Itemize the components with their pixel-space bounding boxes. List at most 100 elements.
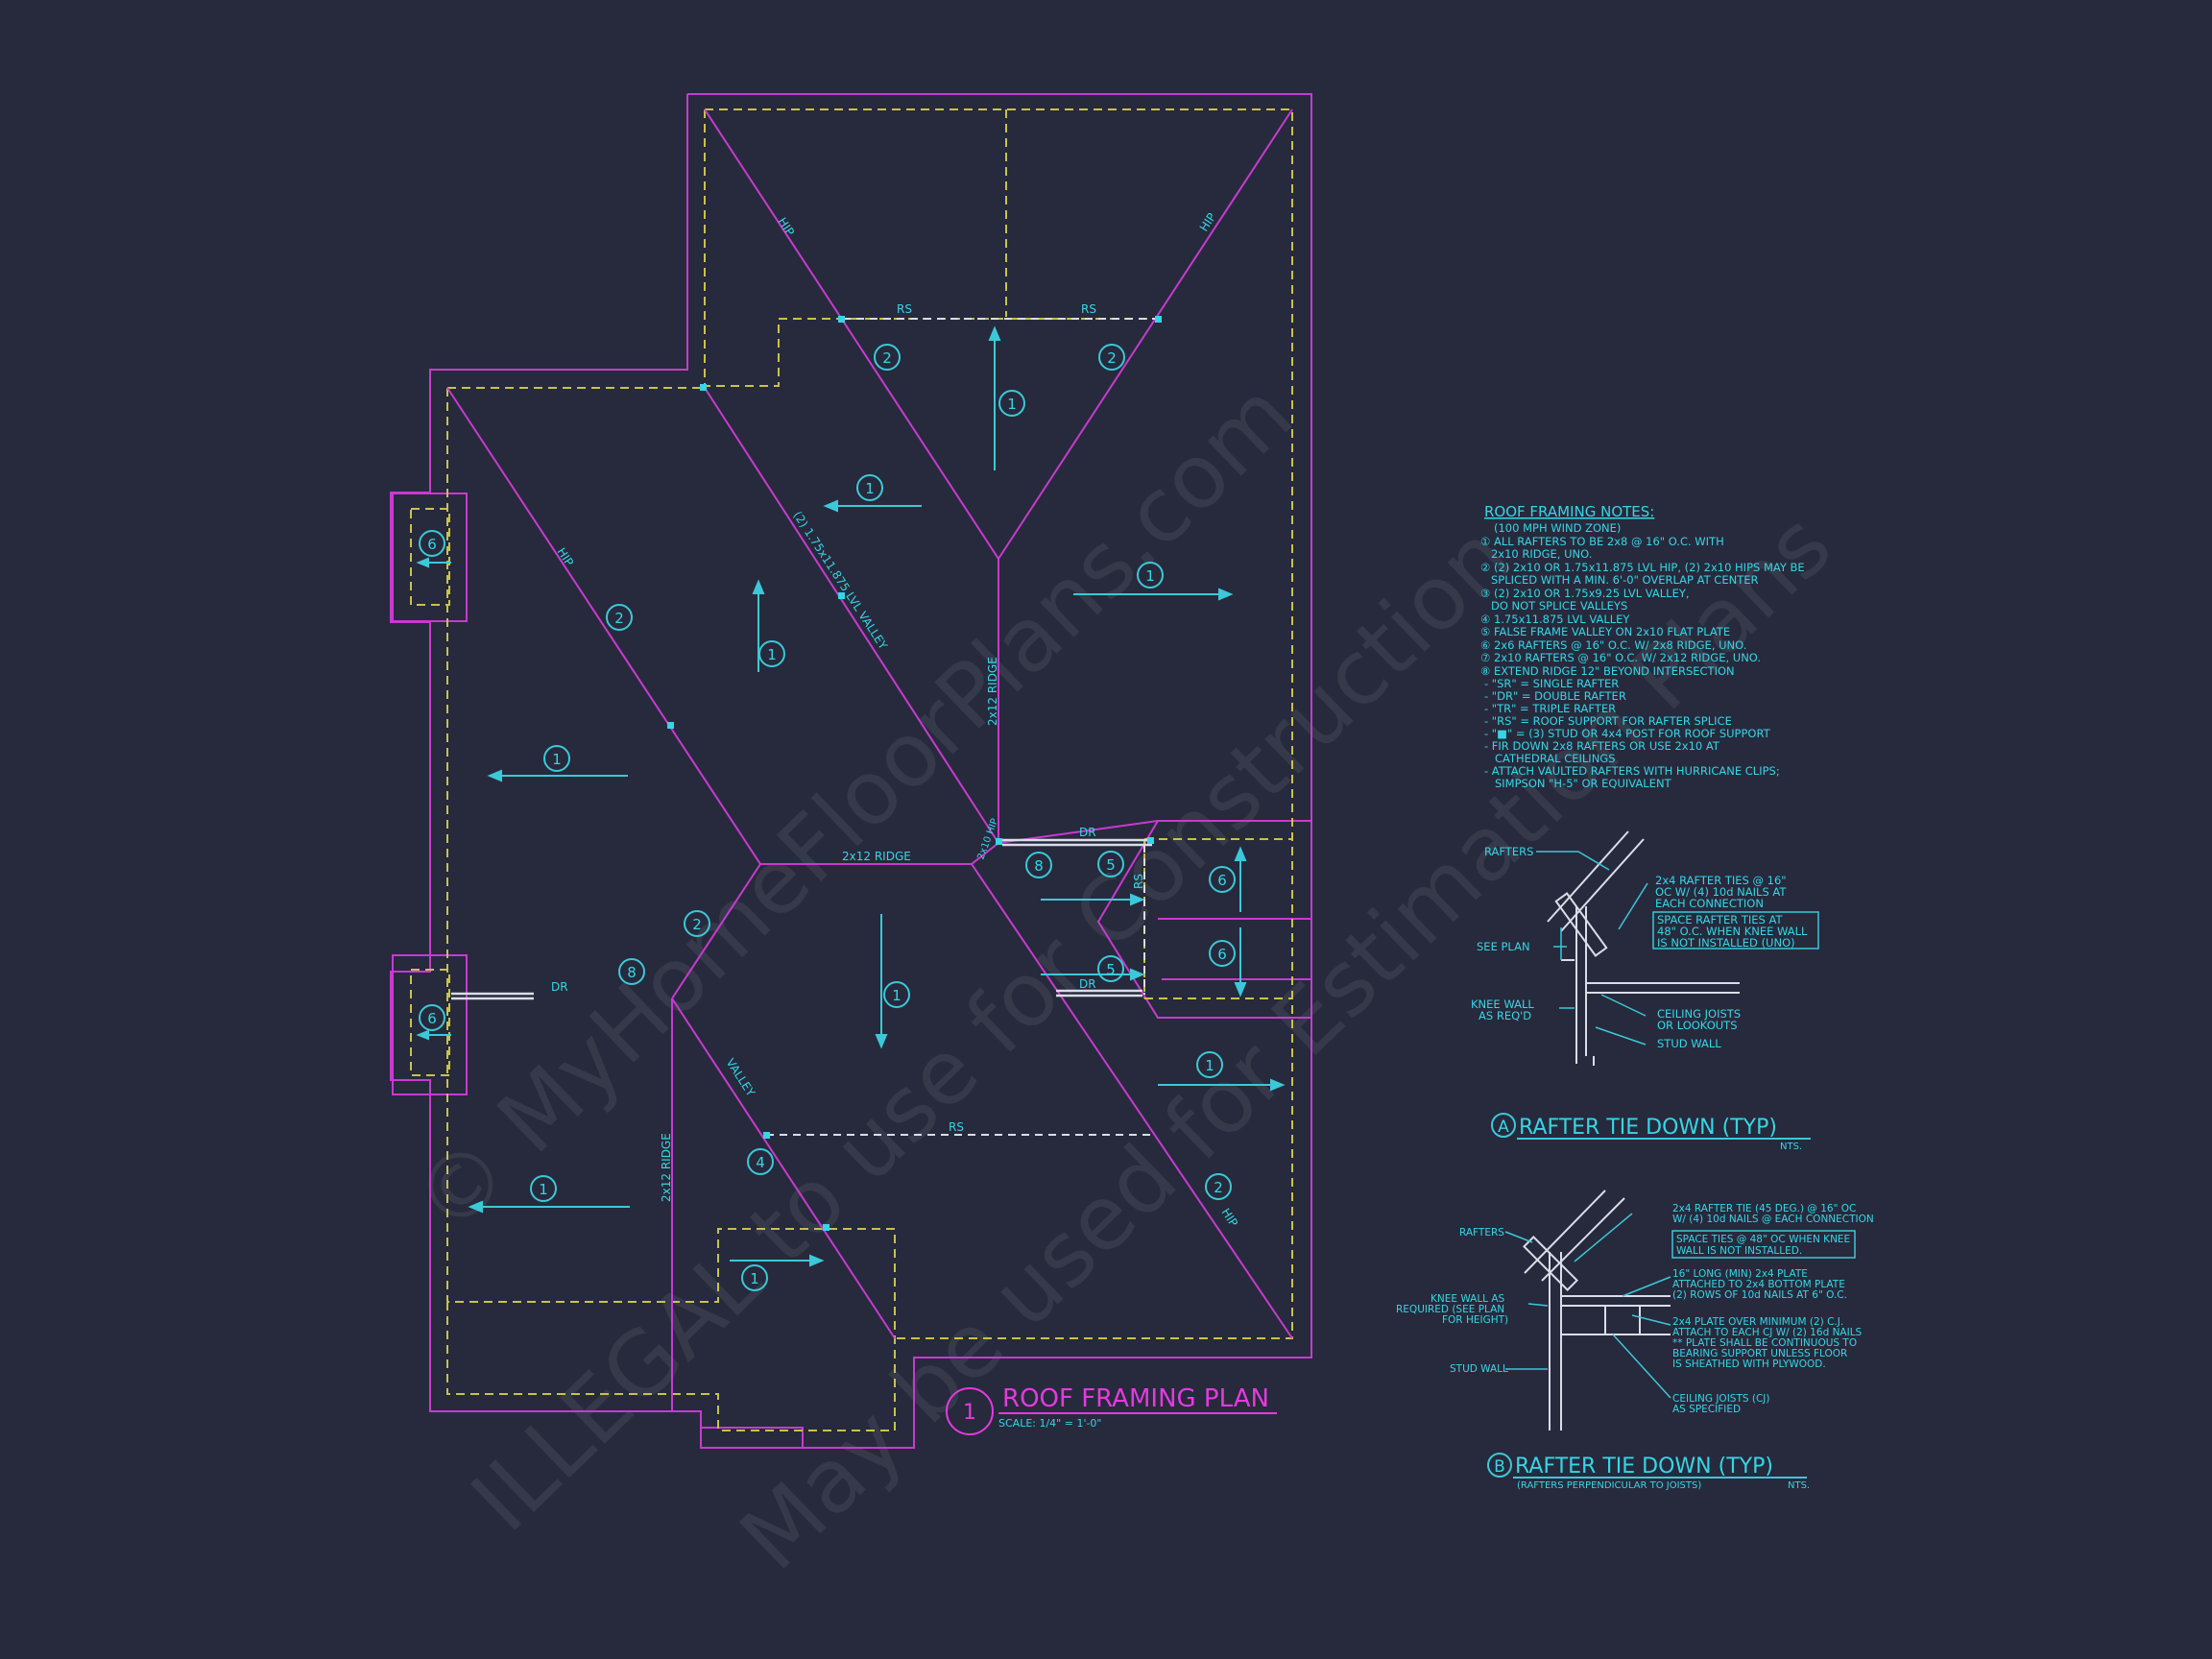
detail-b-knee-line: REQUIRED (SEE PLAN: [1396, 1304, 1504, 1315]
detail-b-subtitle: (RAFTERS PERPENDICULAR TO JOISTS): [1517, 1480, 1701, 1491]
detail-a-rafters-label: RAFTERS: [1484, 845, 1533, 858]
rs-label: RS: [897, 302, 912, 316]
detail-a-knee-line: KNEE WALL: [1471, 998, 1534, 1011]
lvl-valley-label: (2) 1.75x11.875 LVL VALLEY: [790, 509, 890, 652]
plan-title-block: 1 ROOF FRAMING PLAN SCALE: 1/4" = 1'-0": [946, 1384, 1277, 1435]
detail-b-knee-line: FOR HEIGHT): [1442, 1314, 1508, 1326]
callout-circles: [419, 344, 1236, 1291]
detail-b-title: RAFTER TIE DOWN (TYP): [1515, 1455, 1773, 1479]
detail-b-cj-line: ** PLATE SHALL BE CONTINUOUS TO: [1672, 1337, 1857, 1349]
note-line: CATHEDRAL CEILINGS: [1484, 752, 1616, 765]
detail-a-letter: A: [1498, 1118, 1509, 1137]
post: [700, 384, 707, 391]
note-line: ⑤ FALSE FRAME VALLEY ON 2x10 FLAT PLATE: [1480, 625, 1730, 638]
detail-b-nts: NTS.: [1788, 1480, 1810, 1491]
svg-text:6: 6: [427, 536, 437, 553]
roof-framing-notes: ROOF FRAMING NOTES: (100 MPH WIND ZONE) …: [1480, 503, 1805, 790]
plan-outline: [390, 93, 1312, 1449]
detail-b-letter: B: [1494, 1457, 1505, 1477]
detail-a-ties-line: EACH CONNECTION: [1655, 897, 1764, 910]
note-line: - "SR" = SINGLE RAFTER: [1484, 677, 1619, 690]
detail-b-cj-line: 2x4 PLATE OVER MINIMUM (2) C.J.: [1672, 1316, 1843, 1328]
note-line: (100 MPH WIND ZONE): [1494, 521, 1621, 535]
note-line: ② (2) 2x10 OR 1.75x11.875 LVL HIP, (2) 2…: [1480, 561, 1805, 574]
rs-label: RS: [949, 1120, 964, 1134]
hip-label: HIP: [775, 215, 797, 238]
detail-b-cj-line: IS SHEATHED WITH PLYWOOD.: [1672, 1358, 1826, 1370]
svg-text:8: 8: [627, 964, 637, 981]
rs-label: RS: [1132, 874, 1145, 889]
post: [838, 592, 845, 599]
post: [1147, 837, 1154, 844]
svg-text:5: 5: [1106, 961, 1116, 978]
svg-text:1: 1: [767, 646, 777, 663]
post: [996, 838, 1002, 845]
detail-a-ties-line: 2x4 RAFTER TIES @ 16": [1655, 874, 1787, 887]
dr-label: DR: [551, 980, 568, 994]
dr-label: DR: [1079, 826, 1096, 839]
post: [1155, 316, 1162, 323]
svg-text:6: 6: [1217, 946, 1227, 963]
note-line: ③ (2) 2x10 OR 1.75x9.25 LVL VALLEY,: [1480, 587, 1690, 600]
svg-text:1: 1: [892, 987, 902, 1004]
svg-text:2: 2: [1214, 1179, 1223, 1196]
note-line: ⑥ 2x6 RAFTERS @ 16" O.C. W/ 2x8 RIDGE, U…: [1480, 638, 1746, 652]
post: [823, 1224, 830, 1231]
detail-a-ties-line: OC W/ (4) 10d NAILS AT: [1655, 885, 1787, 899]
detail-a-ceiling-line: CEILING JOISTS: [1657, 1007, 1741, 1021]
detail-b-plate-line: 16" LONG (MIN) 2x4 PLATE: [1672, 1268, 1808, 1280]
detail-b-space-line: WALL IS NOT INSTALLED.: [1676, 1245, 1802, 1257]
svg-text:5: 5: [1106, 856, 1116, 874]
note-line: - "DR" = DOUBLE RAFTER: [1484, 689, 1626, 703]
svg-text:1: 1: [552, 751, 562, 768]
plan-title-number: 1: [963, 1401, 976, 1425]
note-line: - ATTACH VAULTED RAFTERS WITH HURRICANE …: [1484, 764, 1780, 778]
note-line: SIMPSON "H-5" OR EQUIVALENT: [1484, 777, 1672, 790]
post-markers: [667, 316, 1162, 1231]
svg-text:1: 1: [865, 480, 875, 497]
hip-label: HIP: [1197, 210, 1219, 233]
detail-a-nts: NTS.: [1780, 1142, 1802, 1152]
notes-title: ROOF FRAMING NOTES:: [1484, 503, 1654, 520]
note-line: 2x10 RIDGE, UNO.: [1480, 547, 1592, 561]
detail-b-ceiling-line: AS SPECIFIED: [1672, 1404, 1741, 1415]
post: [763, 1132, 770, 1139]
valley-label: VALLEY: [723, 1056, 757, 1099]
note-line: SPLICED WITH A MIN. 6'-0" OVERLAP AT CEN…: [1480, 573, 1758, 587]
note-line: ① ALL RAFTERS TO BE 2x8 @ 16" O.C. WITH: [1480, 535, 1724, 548]
detail-b-stud-wall: STUD WALL: [1450, 1363, 1508, 1375]
svg-text:2: 2: [882, 349, 892, 367]
plan-title: ROOF FRAMING PLAN: [1002, 1384, 1269, 1413]
detail-a-title: RAFTER TIE DOWN (TYP): [1519, 1116, 1777, 1140]
detail-a: RAFTERS 2x4 RAFTER TIES @ 16" OC W/ (4) …: [1471, 830, 1819, 1152]
svg-text:6: 6: [427, 1010, 437, 1027]
svg-text:1: 1: [1007, 396, 1017, 413]
detail-b-plate-line: (2) ROWS OF 10d NAILS AT 6" O.C.: [1672, 1289, 1847, 1301]
detail-b-space-line: SPACE TIES @ 48" OC WHEN KNEE: [1676, 1234, 1850, 1245]
detail-b-cj-line: ATTACH TO EACH CJ W/ (2) 16d NAILS: [1672, 1327, 1863, 1338]
detail-b-cj-line: BEARING SUPPORT UNLESS FLOOR: [1672, 1348, 1847, 1359]
note-line: - "■" = (3) STUD OR 4x4 POST FOR ROOF SU…: [1484, 727, 1771, 740]
detail-b-rafters-label: RAFTERS: [1459, 1227, 1504, 1238]
note-line: ④ 1.75x11.875 LVL VALLEY: [1480, 613, 1630, 626]
svg-text:2: 2: [1107, 349, 1117, 367]
note-line: ⑧ EXTEND RIDGE 12" BEYOND INTERSECTION: [1480, 664, 1735, 678]
post: [838, 316, 845, 323]
detail-a-space-line: 48" O.C. WHEN KNEE WALL: [1657, 925, 1808, 938]
rs-lines: [766, 318, 1158, 1136]
roof-lines: [446, 108, 1293, 1411]
detail-a-space-line: SPACE RAFTER TIES AT: [1657, 913, 1783, 926]
detail-a-space-line: IS NOT INSTALLED (UNO): [1657, 936, 1795, 950]
note-line: - "TR" = TRIPLE RAFTER: [1484, 702, 1616, 715]
detail-a-see-plan: SEE PLAN: [1477, 940, 1530, 953]
note-line: - FIR DOWN 2x8 RAFTERS OR USE 2x10 AT: [1484, 739, 1720, 753]
note-line: DO NOT SPLICE VALLEYS: [1480, 599, 1627, 613]
detail-a-knee-line: AS REQ'D: [1479, 1009, 1531, 1022]
ridge-label: 2x12 RIDGE: [986, 657, 999, 726]
svg-text:1: 1: [539, 1181, 548, 1198]
detail-b-ties-line: W/ (4) 10d NAILS @ EACH CONNECTION: [1672, 1214, 1874, 1225]
svg-text:8: 8: [1034, 857, 1044, 875]
